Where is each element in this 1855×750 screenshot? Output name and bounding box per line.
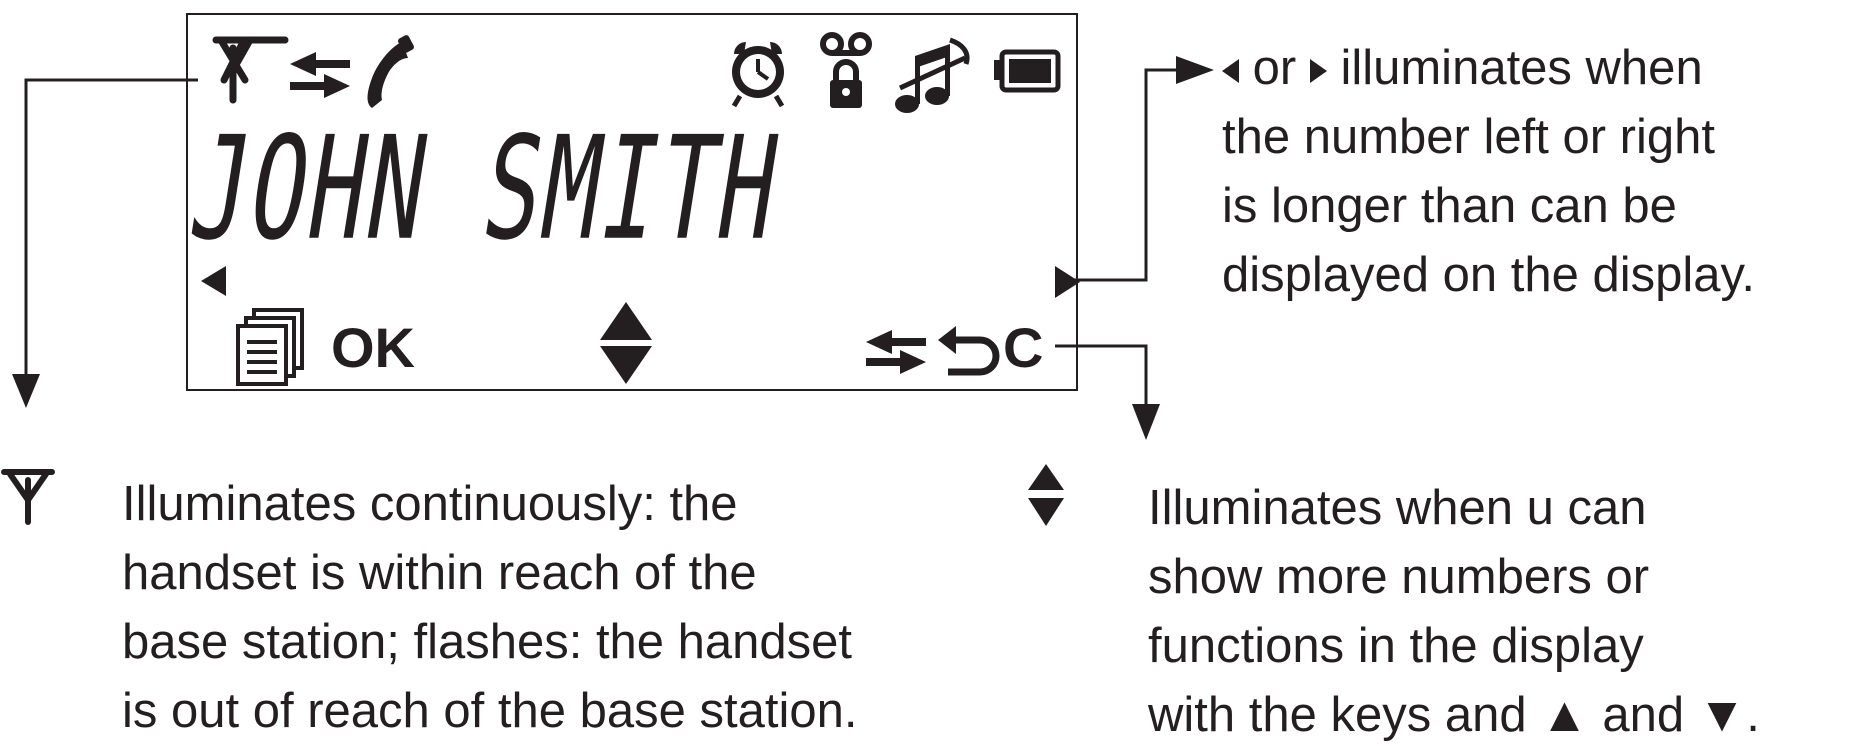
description-text: illuminates when xyxy=(1340,41,1703,95)
down-triangle-glyph: ▼ xyxy=(1697,688,1747,742)
lcd-caller-name: JOHN SMITH xyxy=(180,106,792,272)
right-arrow-leader-line xyxy=(1066,68,1180,282)
description-text: and xyxy=(1602,688,1685,742)
antenna-icon xyxy=(1,469,55,525)
description-line: the number left or right xyxy=(1222,110,1715,164)
description-line: is longer than can be xyxy=(1222,179,1677,233)
alarm-clock-icon xyxy=(731,42,785,108)
back-arrow-icon xyxy=(938,326,1000,376)
right-triangle-icon xyxy=(1055,266,1080,298)
description-line: base station; flashes: the handset xyxy=(122,615,853,669)
up-triangle-glyph: ▲ xyxy=(1540,688,1589,742)
ringer-off-icon xyxy=(895,37,970,113)
left-triangle-icon xyxy=(1222,59,1239,84)
description-line: or illuminates when xyxy=(1222,34,1755,103)
phonebook-icon xyxy=(236,308,304,386)
transfer-arrows-icon xyxy=(290,52,350,98)
description-text: with the keys and xyxy=(1148,688,1527,742)
description-line: functions in the display xyxy=(1148,619,1644,673)
left-triangle-icon xyxy=(201,266,226,296)
transfer-arrows-icon xyxy=(866,330,926,374)
clear-softkey-label: C xyxy=(1003,316,1044,379)
scroll-keys-description: Illuminates when u can show more numbers… xyxy=(1148,474,1760,750)
leader-arrowhead xyxy=(1176,56,1214,84)
description-line: is out of reach of the base station. xyxy=(122,684,858,738)
right-triangle-icon xyxy=(1309,59,1327,84)
description-line: with the keys and ▲ and ▼. xyxy=(1148,681,1760,750)
phone-handset-icon xyxy=(367,35,414,108)
description-line: displayed on the display. xyxy=(1222,248,1755,302)
battery-icon xyxy=(994,49,1061,93)
leader-arrowhead xyxy=(12,374,40,408)
description-text: . xyxy=(1746,688,1760,742)
antenna-icon xyxy=(212,36,289,104)
lcd-display-frame xyxy=(186,13,1078,391)
c-leader-line xyxy=(1055,344,1148,410)
description-line: Illuminates continuously: the xyxy=(122,477,738,531)
description-text: or xyxy=(1252,41,1297,95)
description-line: handset is within reach of the xyxy=(122,546,757,600)
leader-arrowhead xyxy=(1132,404,1160,440)
description-line: show more numbers or xyxy=(1148,550,1650,604)
description-line: Illuminates when u can xyxy=(1148,481,1647,535)
scroll-up-down-icon xyxy=(600,302,652,384)
scroll-arrows-description: or illuminates when the number left or r… xyxy=(1222,34,1755,310)
antenna-leader-line xyxy=(24,78,198,380)
voicemail-lock-icon xyxy=(820,32,872,108)
antenna-description: Illuminates continuously: the handset is… xyxy=(122,470,857,746)
ok-softkey-label: OK xyxy=(331,316,415,379)
scroll-up-down-icon xyxy=(1028,464,1064,526)
